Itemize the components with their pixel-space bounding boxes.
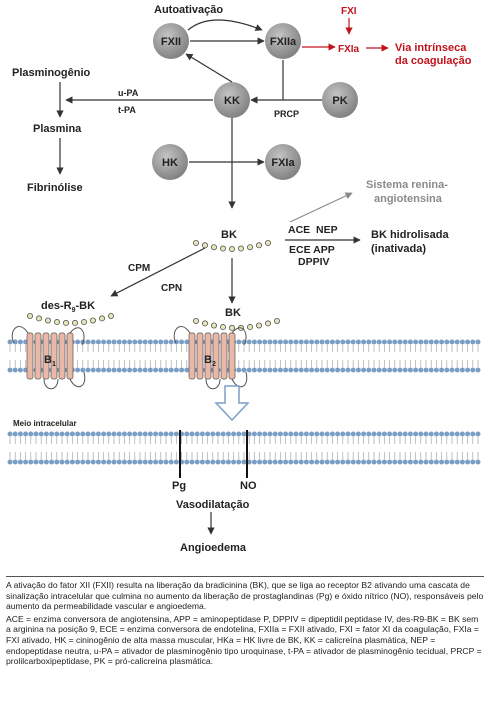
vasodilatacao-label: Vasodilatação [176, 499, 250, 511]
b1-label: B1 [44, 354, 56, 368]
des-r9-bead [90, 317, 97, 324]
bk-receptor-bead [246, 324, 253, 331]
fibrinolise-label: Fibrinólise [27, 182, 83, 194]
sistema-renina-line1: Sistema renina- [366, 179, 448, 191]
cell-membrane-lower [7, 431, 481, 465]
des-r9-bead [54, 319, 61, 326]
angioedema-label: Angioedema [180, 542, 247, 554]
fxiia-node: FXIIa [265, 23, 301, 59]
svg-text:FXII: FXII [161, 36, 181, 48]
bk-to-sistema-arrow [289, 192, 353, 223]
pg-label: Pg [172, 480, 186, 492]
des-r9-bead [26, 312, 33, 319]
bk-receptor-bead [228, 324, 235, 331]
des-r9-bead [72, 319, 79, 326]
bradykinin-pathway-diagram: Autoativação FXII FXIIa FXI FXIa Via int… [7, 4, 481, 554]
bk-receptor-label: BK [225, 307, 241, 319]
svg-text:PK: PK [332, 95, 347, 107]
bk-top-bead [210, 244, 217, 251]
bk-top-bead [246, 244, 253, 251]
kk-node: KK [214, 82, 250, 118]
caption-paragraph-1: A ativação do fator XII (FXII) resulta n… [6, 580, 484, 612]
prcp-label: PRCP [274, 109, 299, 119]
meio-intracelular-label: Meio intracelular [13, 419, 77, 428]
bk-top-bead [237, 245, 244, 252]
bk-top-bead [228, 245, 235, 252]
pk-node: PK [322, 82, 358, 118]
des-r9-bk-label: des-R9-BK [41, 300, 95, 314]
des-r9-bead [108, 312, 115, 319]
svg-text:FXIa: FXIa [271, 157, 295, 169]
des-r9-bead [99, 315, 106, 322]
dppiv-label: DPPIV [298, 256, 330, 268]
sistema-renina-line2: angiotensina [374, 193, 443, 205]
bk-hidrolisada-line1: BK hidrolisada [371, 229, 450, 241]
upa-label: u-PA [118, 88, 139, 98]
bk-top-bead [264, 239, 271, 246]
svg-text:FXIIa: FXIIa [270, 36, 297, 48]
ece-app-label: ECE APP [289, 244, 335, 256]
des-r9-bead [36, 315, 43, 322]
bk-bead-chain-top [192, 239, 271, 252]
fxia-label: FXIa [338, 44, 360, 55]
bk-hidrolisada-line2: (inativada) [371, 243, 426, 255]
hk-node: HK [152, 144, 188, 180]
b2-label: B2 [204, 354, 216, 368]
autoactivation-loop-arrow [187, 19, 263, 31]
bk-receptor-bead [201, 320, 208, 327]
kk-to-fxii-arrow [185, 53, 233, 83]
des-r9-bead-chain [26, 312, 115, 326]
fxii-node: FXII [153, 23, 189, 59]
bk-top-bead [219, 245, 226, 252]
bk-receptor-bead [273, 317, 280, 324]
bk-receptor-bead [210, 322, 217, 329]
fxia-node: FXIa [265, 144, 301, 180]
signal-hollow-arrow [214, 385, 250, 422]
bk-top-bead [192, 239, 199, 246]
bk-top-label: BK [221, 229, 237, 241]
plasminogenio-label: Plasminogênio [12, 67, 91, 79]
b2-receptor [173, 326, 248, 390]
svg-text:KK: KK [224, 95, 240, 107]
b1-receptor [11, 326, 86, 390]
tpa-label: t-PA [118, 105, 136, 115]
bk-receptor-bead [255, 322, 262, 329]
bk-top-bead [201, 242, 208, 249]
svg-text:HK: HK [162, 157, 178, 169]
bk-to-des-r9-arrow [110, 247, 206, 297]
bk-receptor-bead [219, 324, 226, 331]
caption-paragraph-2: ACE = enzima conversora de angiotensina,… [6, 613, 482, 667]
bk-bead-chain-receptor [192, 317, 280, 331]
autoativacao-label: Autoativação [154, 4, 223, 16]
ace-nep-label: ACE NEP [288, 224, 338, 236]
figure-caption: A ativação do fator XII (FXII) resulta n… [6, 576, 484, 669]
no-label: NO [240, 480, 257, 492]
des-r9-bead [63, 319, 70, 326]
cpn-label: CPN [161, 283, 182, 294]
bk-top-bead [255, 242, 262, 249]
via-intrinseca-line1: Via intrínseca [395, 42, 467, 54]
cpm-label: CPM [128, 263, 150, 274]
plasmina-label: Plasmina [33, 123, 82, 135]
des-r9-bead [45, 317, 52, 324]
bk-receptor-bead [264, 320, 271, 327]
via-intrinseca-line2: da coagulação [395, 55, 472, 67]
des-r9-bead [81, 319, 88, 326]
bk-receptor-bead [192, 317, 199, 324]
fxi-label: FXI [341, 6, 357, 17]
